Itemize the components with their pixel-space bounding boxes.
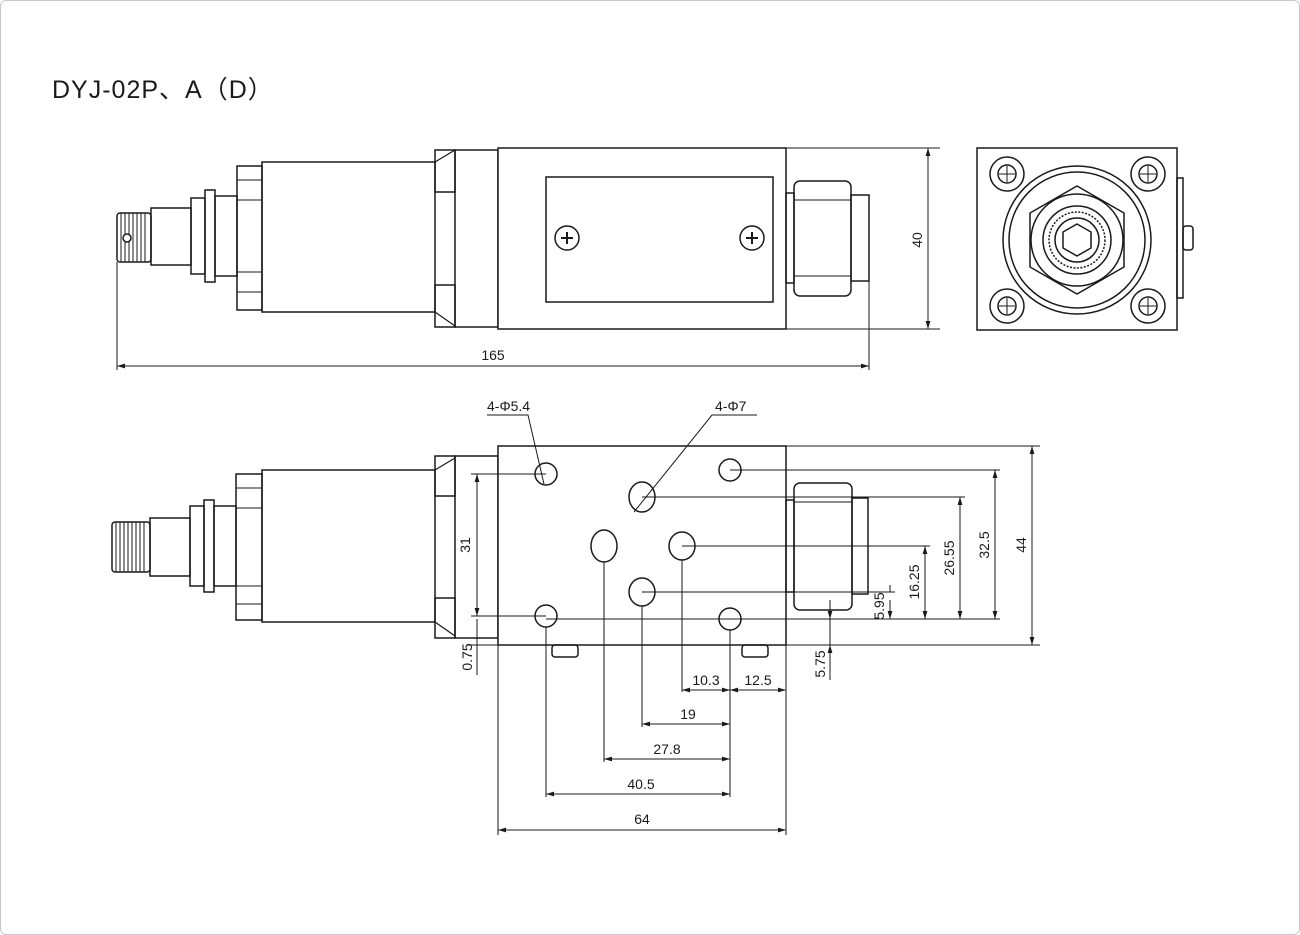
dim-5-95: 5.95 [871, 585, 893, 620]
dim-32-5-label: 32.5 [976, 531, 992, 558]
dim-64: 64 [498, 811, 786, 833]
corner-bolt [1130, 156, 1166, 192]
nameplate-screw-right [739, 225, 765, 251]
side-view-bottom [111, 445, 869, 658]
nameplate-screw-left [554, 225, 580, 251]
lock-nut-bottom [235, 473, 263, 621]
dim-64-label: 64 [634, 811, 650, 827]
lock-nut-top [236, 165, 263, 311]
adjust-knob-bottom [111, 521, 151, 573]
hex-plug-top [785, 180, 870, 297]
side-view-top [116, 147, 940, 370]
dim-5-75-label: 5.75 [812, 650, 828, 677]
dim-40-5-label: 40.5 [627, 776, 654, 792]
end-view [976, 147, 1194, 331]
dim-10-3: 10.3 [682, 672, 730, 693]
callout-port-holes: 4-Φ7 [715, 398, 747, 414]
dim-27-8: 27.8 [604, 741, 730, 762]
corner-bolt [989, 156, 1025, 192]
dim-27-8-label: 27.8 [653, 741, 680, 757]
dim-31: 31 [457, 474, 480, 616]
callout-mount-holes: 4-Φ5.4 [487, 398, 530, 414]
dim-overall-length: 165 [117, 347, 869, 369]
dim-10-3-label: 10.3 [692, 672, 719, 688]
dim-26-55-label: 26.55 [941, 540, 957, 575]
hex-socket-icon [1062, 223, 1092, 257]
dim-31-label: 31 [457, 537, 473, 553]
corner-bolt [989, 288, 1025, 324]
dim-32-5: 32.5 [976, 470, 998, 619]
dim-5-75: 5.75 [812, 600, 833, 680]
dim-19: 19 [642, 706, 730, 727]
dim-16-25-label: 16.25 [906, 564, 922, 599]
dim-overall-length-label: 165 [481, 347, 505, 363]
dim-40-5: 40.5 [546, 776, 730, 797]
dim-height-top-label: 40 [909, 232, 925, 248]
dim-19-label: 19 [680, 706, 696, 722]
dim-0-75: 0.75 [459, 619, 498, 675]
dim-44: 44 [1013, 446, 1035, 645]
corner-bolt [1130, 288, 1166, 324]
dim-12-5-label: 12.5 [744, 672, 771, 688]
nameplate [545, 176, 774, 303]
dim-5-95-label: 5.95 [871, 592, 887, 619]
drawing-title: DYJ-02P、A（D） [52, 76, 274, 104]
dim-height-top: 40 [909, 148, 931, 329]
dim-12-5: 12.5 [730, 672, 786, 693]
adjust-knob-top [116, 212, 152, 263]
dim-44-label: 44 [1013, 537, 1029, 553]
dim-16-25: 16.25 [906, 546, 928, 619]
dim-0-75-label: 0.75 [459, 643, 475, 670]
dim-26-55: 26.55 [941, 497, 963, 619]
